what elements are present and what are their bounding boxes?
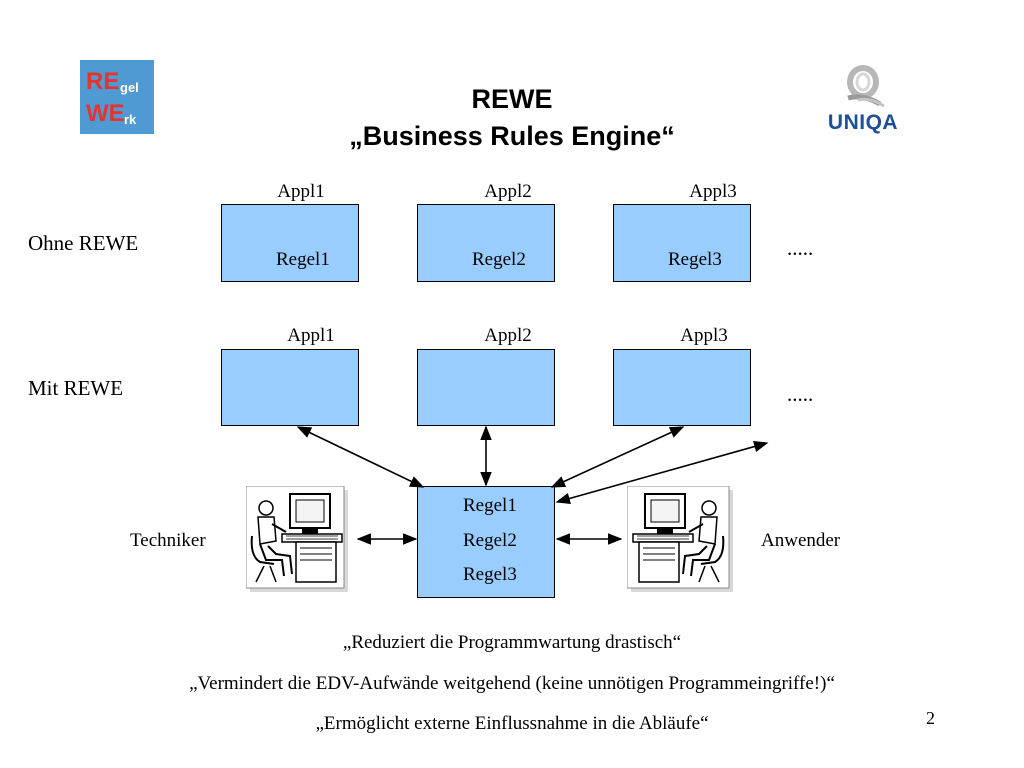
arrow-appl3-engine <box>550 426 685 488</box>
page-number: 2 <box>926 708 935 728</box>
app-label-ohne-1: Appl1 <box>277 181 325 202</box>
logo-gel-text: gel <box>120 80 139 95</box>
anwender-label: Anwender <box>761 530 841 551</box>
app-box-ohne-1: Regel1 <box>221 204 359 282</box>
logo-rk-text: rk <box>124 112 137 127</box>
app-label-ohne-3: Appl3 <box>689 181 737 202</box>
app-label-mit-2: Appl2 <box>484 325 532 346</box>
regelwerk-logo: RE gel WE rk <box>80 60 154 134</box>
quote-2: „Vermindert die EDV-Aufwände weitgehend … <box>189 673 835 694</box>
engine-rule-1: Regel1 <box>463 495 517 516</box>
ellipsis-ohne: ..... <box>787 236 814 260</box>
techniker-label: Techniker <box>130 530 206 551</box>
computer-user-icon <box>626 485 733 592</box>
row-label-ohne: Ohne REWE <box>28 231 139 255</box>
page-title: REWE <box>471 84 553 114</box>
uniqa-logo: UNIQA <box>818 64 908 134</box>
arrow-ellipsis-engine <box>555 440 769 505</box>
row-label-mit: Mit REWE <box>28 376 124 400</box>
app-box-ohne-2: Regel2 <box>417 204 555 282</box>
page-subtitle: „Business Rules Engine“ <box>349 121 675 151</box>
app-label-mit-1: Appl1 <box>287 325 335 346</box>
rule-engine-box: Regel1 Regel2 Regel3 <box>417 486 555 598</box>
quote-3: „Ermöglicht externe Einflussnahme in die… <box>315 713 709 734</box>
uniqa-logo-text: UNIQA <box>827 111 899 134</box>
engine-rule-2: Regel2 <box>463 530 517 551</box>
rule-label-ohne-1: Regel1 <box>276 249 330 270</box>
app-box-mit-3 <box>613 349 751 426</box>
computer-user-icon <box>245 485 348 592</box>
techniker-clipart <box>245 485 350 599</box>
app-box-ohne-3: Regel3 <box>613 204 751 282</box>
anwender-clipart <box>626 485 735 599</box>
app-box-mit-2 <box>417 349 555 426</box>
arrow-appl1-engine <box>296 426 425 488</box>
app-box-mit-1 <box>221 349 359 426</box>
quote-1: „Reduziert die Programmwartung drastisch… <box>342 632 682 653</box>
uniqa-emblem-icon <box>847 65 885 108</box>
rule-label-ohne-2: Regel2 <box>472 249 526 270</box>
engine-rule-3: Regel3 <box>463 564 517 585</box>
app-label-mit-3: Appl3 <box>680 325 728 346</box>
rule-label-ohne-3: Regel3 <box>668 249 722 270</box>
logo-we-text: WE <box>86 100 125 127</box>
app-label-ohne-2: Appl2 <box>484 181 532 202</box>
logo-re-text: RE <box>86 68 120 95</box>
ellipsis-mit: ..... <box>787 382 814 406</box>
